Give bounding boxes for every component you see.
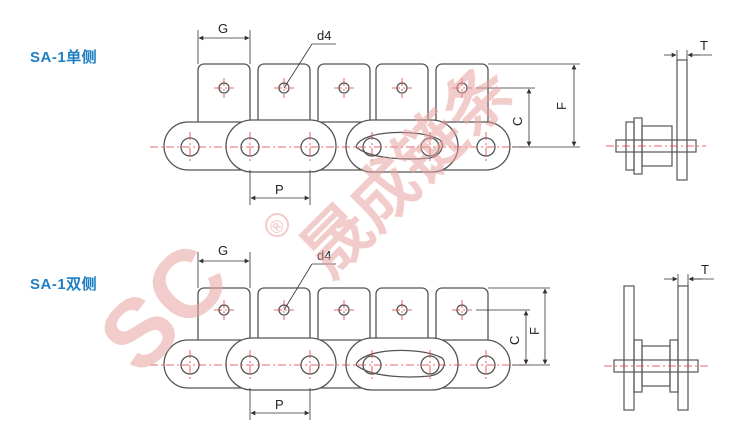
dim-label-p: P — [275, 397, 284, 412]
dim-label-f: F — [554, 102, 569, 110]
spring-clip — [355, 131, 444, 160]
dim-label-t: T — [701, 262, 709, 277]
spring-clip — [355, 349, 445, 378]
inner-link-plate — [225, 119, 337, 173]
side-pin — [615, 139, 697, 153]
dim-label-f: F — [527, 327, 542, 335]
double-dimensions — [197, 252, 550, 420]
single-side-view — [615, 59, 697, 181]
side-plate — [623, 285, 635, 411]
single-dim-labels: G d4 P C F — [218, 21, 569, 197]
section-title-single: SA-1单侧 — [30, 49, 98, 66]
dim-label-g: G — [218, 243, 228, 258]
side-plate — [676, 59, 688, 181]
side-plate — [677, 285, 689, 411]
dim-label-p: P — [275, 182, 284, 197]
single-centerlines — [150, 78, 530, 162]
side-pin — [613, 359, 699, 373]
single-t-dimension — [664, 50, 712, 60]
dim-label-g: G — [218, 21, 228, 36]
dim-label-c: C — [510, 117, 525, 126]
double-dim-labels: G d4 P C F — [218, 243, 542, 412]
double-centerlines — [150, 300, 530, 380]
inner-link-plate — [225, 337, 337, 391]
dim-label-d4: d4 — [317, 248, 331, 263]
dim-label-t: T — [700, 38, 708, 53]
registered-mark-ring — [265, 213, 290, 238]
single-dimensions — [197, 30, 580, 205]
dim-label-c: C — [507, 336, 522, 345]
double-side-view — [613, 285, 699, 411]
dim-label-d4: d4 — [317, 28, 331, 43]
double-t-dimension — [664, 274, 714, 286]
section-title-double: SA-1双侧 — [30, 276, 98, 293]
